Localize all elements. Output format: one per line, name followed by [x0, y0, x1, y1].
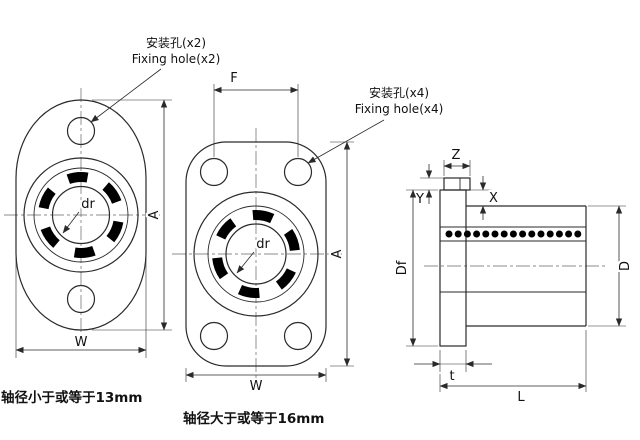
flange-plate — [439, 189, 467, 347]
fixing-hole-bottom-left — [199, 321, 229, 351]
dr-leader — [62, 211, 80, 234]
fixing-hole-top-right — [283, 157, 313, 187]
fixing2-label-cn: 安装孔(x2) — [146, 35, 206, 50]
dim-t: t — [449, 369, 454, 384]
fixing4-leader — [307, 119, 385, 164]
ball-retainer-ring — [38, 172, 124, 258]
retaining-groove-boss — [443, 177, 471, 191]
oval-flange-outline — [15, 99, 147, 331]
dim-X: X — [489, 191, 498, 206]
fixing2-label-en: Fixing hole(x2) — [132, 52, 221, 66]
side-view-section: Z Y X Df D t L — [393, 146, 636, 408]
dim-L: L — [517, 390, 525, 405]
dim-dr-left: dr — [81, 197, 95, 212]
fixing-hole-bottom-right — [283, 321, 313, 351]
fixing-hole-top — [66, 116, 96, 146]
fixing4-label-en: Fixing hole(x4) — [355, 102, 444, 116]
fixing4-label-cn: 安装孔(x4) — [369, 85, 429, 100]
fixing-hole-top-left — [199, 157, 229, 187]
dim-Y: Y — [415, 192, 424, 207]
bore-circle — [51, 185, 111, 245]
body-outer-circle — [193, 191, 319, 317]
caption-left: 轴径小于或等于13mm — [1, 389, 142, 406]
middle-view-square-flange: dr F A W 安装孔(x4) Fixing hole(x4) 轴径大于或等于… — [172, 69, 444, 427]
fixing-hole-bottom — [66, 284, 96, 314]
dim-Df: Df — [395, 260, 410, 275]
caption-middle: 轴径大于或等于16mm — [183, 410, 324, 427]
ring-circle — [207, 205, 305, 303]
ring-circle — [33, 167, 129, 263]
left-view-oval-flange: dr A W 安装孔(x2) Fixing hole(x2) 轴径小于或等于13… — [1, 35, 220, 406]
dim-W-left: W — [75, 335, 88, 350]
square-flange-outline — [185, 141, 327, 367]
body-outer-circle — [23, 157, 139, 273]
dim-Z: Z — [452, 148, 461, 163]
ball-retainer-ring — [212, 210, 300, 298]
dim-D: D — [618, 261, 633, 271]
bore-circle — [225, 223, 287, 285]
dr-leader — [236, 251, 255, 274]
dim-A-middle: A — [330, 249, 345, 258]
dim-dr-middle: dr — [256, 237, 270, 252]
dim-W-middle: W — [250, 379, 263, 394]
dim-A-left: A — [147, 210, 162, 219]
dim-F: F — [230, 71, 237, 86]
fixing2-leader — [90, 68, 162, 123]
